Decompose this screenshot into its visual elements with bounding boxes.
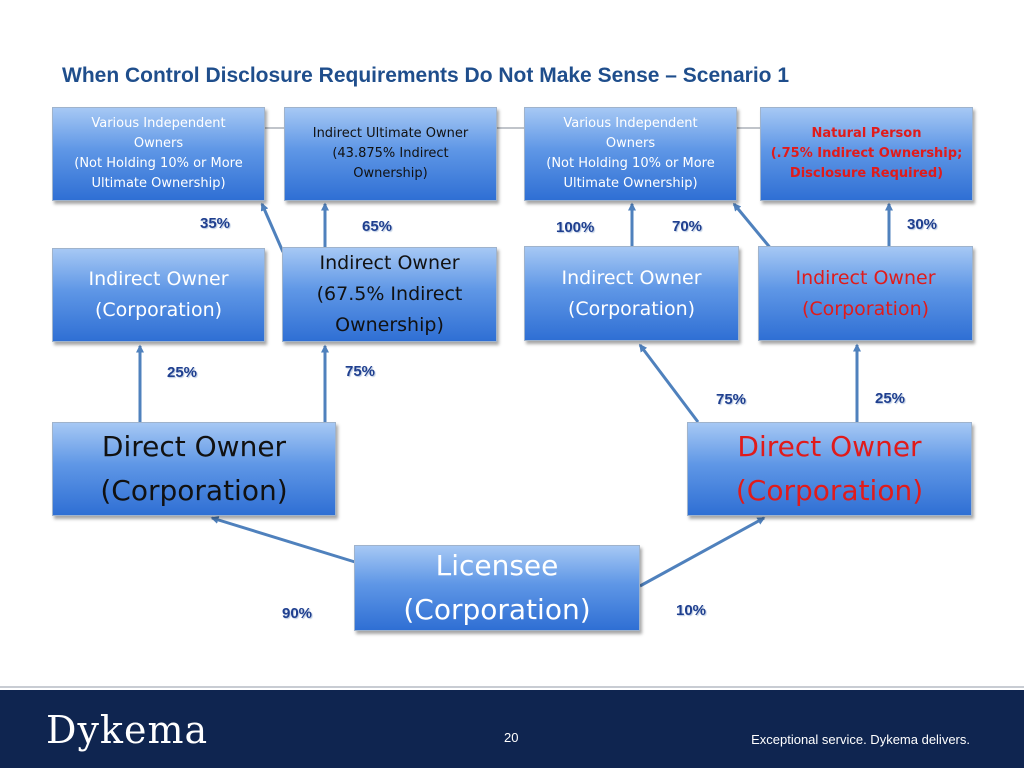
mid-box1-line1: Indirect Owner — [88, 268, 229, 290]
direct-left-line1: Direct Owner — [101, 430, 287, 463]
top-box-natural-person: Natural Person (.75% Indirect Ownership;… — [760, 107, 973, 201]
dykema-logo: Dykema — [46, 708, 209, 752]
mid-box2-line1: Indirect Owner — [319, 252, 460, 274]
pct-35: 35% — [200, 215, 231, 232]
direct-right-line1: Direct Owner — [737, 430, 922, 463]
footer-divider — [0, 686, 1024, 688]
pct-70: 70% — [672, 218, 703, 235]
top-box4-line1: Natural Person — [811, 126, 922, 141]
pct-25-left: 25% — [167, 364, 198, 381]
direct-right-line2: (Corporation) — [735, 474, 924, 507]
mid-box2-line2: (67.5% Indirect — [316, 283, 463, 305]
top-box2-line1: Indirect Ultimate Owner — [312, 126, 469, 141]
top-box3-line3: (Not Holding 10% or More — [546, 156, 715, 171]
direct-owner-right: Direct Owner (Corporation) — [687, 422, 972, 516]
arrow-licensee-left-direct — [210, 516, 356, 564]
licensee-box: Licensee (Corporation) — [354, 545, 640, 631]
top-box-indirect-ultimate-owner: Indirect Ultimate Owner (43.875% Indirec… — [284, 107, 497, 201]
slide-title: When Control Disclosure Requirements Do … — [62, 64, 790, 87]
mid-box3-line2: (Corporation) — [567, 297, 696, 320]
footer-tagline: Exceptional service. Dykema delivers. — [751, 732, 970, 747]
footer-bar: Dykema 20 Exceptional service. Dykema de… — [0, 690, 1024, 768]
middle-box-indirect-owner-4: Indirect Owner (Corporation) — [758, 246, 973, 341]
top-box4-line2: (.75% Indirect Ownership; — [770, 146, 963, 161]
middle-box-indirect-owner-2: Indirect Owner (67.5% Indirect Ownership… — [282, 247, 497, 342]
pct-100: 100% — [556, 219, 595, 236]
mid-box4-line2: (Corporation) — [801, 297, 930, 320]
mid-box2-line3: Ownership) — [335, 314, 444, 336]
direct-owner-left: Direct Owner (Corporation) — [52, 422, 336, 516]
arrow-licensee-right-direct — [639, 516, 766, 588]
top-box2-line2: (43.875% Indirect — [332, 146, 449, 161]
top-box3-line1: Various Independent — [563, 116, 698, 131]
top-box1-line3: (Not Holding 10% or More — [74, 156, 243, 171]
pct-75-right: 75% — [716, 391, 747, 408]
pct-65: 65% — [362, 218, 393, 235]
top-box1-line4: Ultimate Ownership) — [91, 176, 226, 191]
pct-90: 90% — [282, 605, 313, 622]
arrow-rightdirect-mid3 — [638, 343, 700, 423]
mid-box1-line2: (Corporation) — [94, 299, 223, 321]
mid-box3-line1: Indirect Owner — [561, 266, 702, 289]
direct-left-line2: (Corporation) — [100, 474, 288, 507]
middle-box-indirect-owner-3: Indirect Owner (Corporation) — [524, 246, 739, 341]
pct-30: 30% — [907, 216, 938, 233]
pct-10: 10% — [676, 602, 707, 619]
arrow-mid2-top1 — [260, 202, 285, 253]
top-box2-line3: Ownership) — [353, 166, 428, 181]
pct-25-right: 25% — [875, 390, 906, 407]
middle-box-indirect-owner-1: Indirect Owner (Corporation) — [52, 248, 265, 342]
top-box1-line2: Owners — [133, 136, 184, 151]
page-number: 20 — [504, 730, 519, 745]
pct-75-left: 75% — [345, 363, 376, 380]
top-box3-line2: Owners — [605, 136, 656, 151]
top-box4-line3: Disclosure Required) — [789, 166, 944, 181]
licensee-line2: (Corporation) — [403, 593, 591, 626]
mid-box4-line1: Indirect Owner — [795, 266, 936, 289]
top-box3-line4: Ultimate Ownership) — [563, 176, 698, 191]
top-box-independent-owners-left: Various Independent Owners (Not Holding … — [52, 107, 265, 201]
arrow-mid4-top3 — [732, 202, 774, 251]
licensee-line1: Licensee — [435, 549, 559, 582]
top-box-independent-owners-right: Various Independent Owners (Not Holding … — [524, 107, 737, 201]
top-box1-line1: Various Independent — [91, 116, 226, 131]
